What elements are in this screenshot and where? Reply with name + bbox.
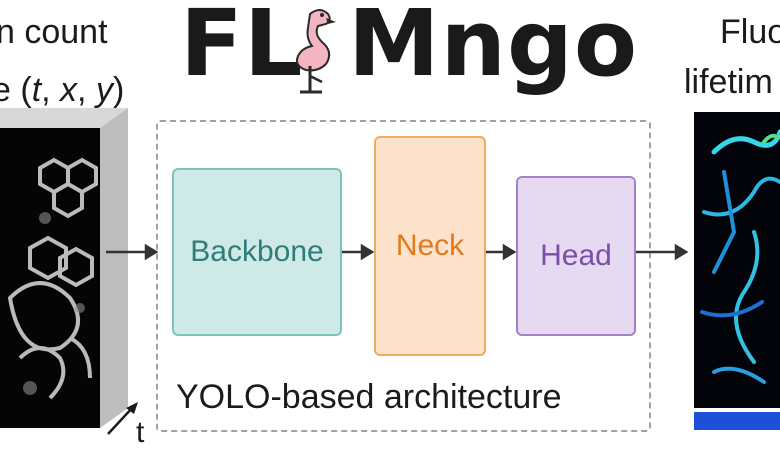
title-left: FL [180,0,304,97]
neck-block: Neck [374,136,486,356]
backbone-label: Backbone [190,235,324,268]
input-photon-stack-image [0,108,128,428]
architecture-caption: YOLO-based architecture [176,378,562,416]
head-label: Head [540,239,612,272]
input-label-line2: e (t, x, y) [0,71,125,109]
arrow-neck-to-head [502,243,517,261]
arrow-head-to-output [674,243,689,261]
time-axis-label: t [136,416,145,449]
output-label-line2: lifetim [684,63,773,101]
input-label-line1: n count [0,13,108,51]
architecture-container [156,120,651,432]
arrow-input-to-backbone [144,243,159,261]
arrow-backbone-to-neck [360,243,375,261]
title-right: Mngo [348,0,639,97]
backbone-block: Backbone [172,168,342,336]
flamingo-icon [296,9,336,94]
output-lifetime-image [694,112,780,430]
time-axis-arrow [107,402,138,435]
neck-label: Neck [395,229,465,262]
output-label-line1: Fluo [720,13,780,51]
head-block: Head [516,176,636,336]
